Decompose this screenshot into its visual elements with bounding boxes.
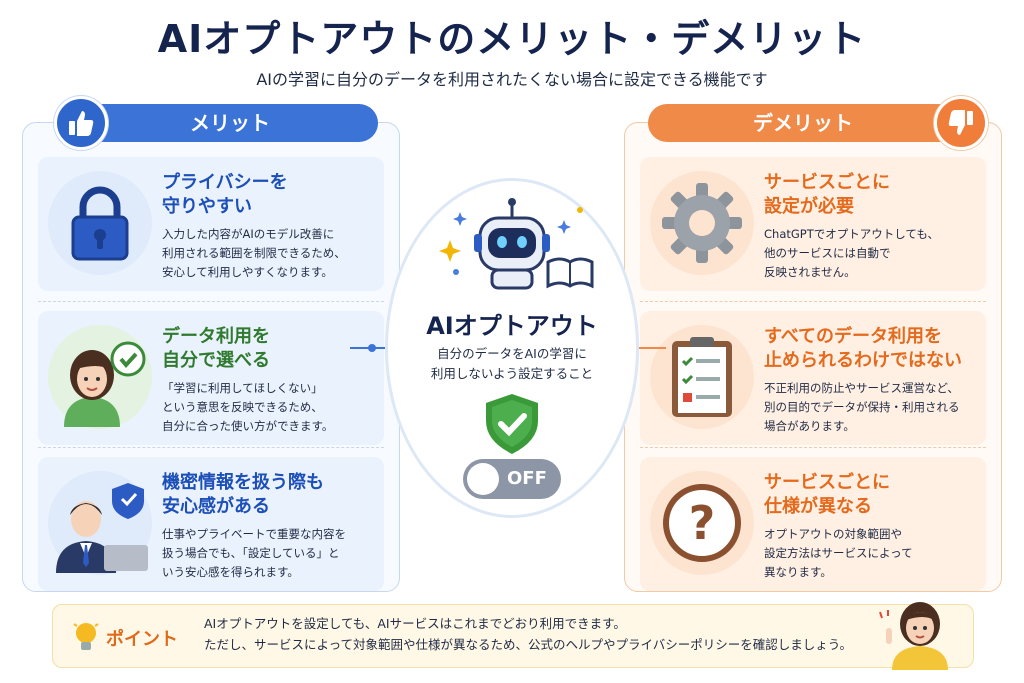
merit-desc: 仕事やプライベートで重要な内容を 扱う場合でも、「設定している」と いう安心感を… [162, 527, 346, 579]
divider [640, 447, 986, 448]
merit-item: 機密情報を扱う際も 安心感がある 仕事やプライベートで重要な内容を 扱う場合でも… [38, 457, 384, 591]
point-box [52, 604, 974, 668]
demerit-title: すべてのデータ利用を 止められるわけではない [764, 326, 962, 371]
demerit-item: サービスごとに 設定が必要 ChatGPTでオプトアウトしても、 他のサービスに… [640, 157, 986, 291]
robot-book-icon [436, 196, 596, 296]
connector-dot [368, 344, 376, 352]
point-label: ポイント [106, 629, 178, 650]
demerits-panel: サービスごとに 設定が必要 ChatGPTでオプトアウトしても、 他のサービスに… [624, 122, 1002, 592]
demerit-connector [626, 347, 666, 349]
divider [38, 301, 384, 302]
point-text: AIオプトアウトを設定しても、AIサービスはこれまでどおり利用できます。 ただし… [204, 616, 853, 652]
shield-check-icon [482, 392, 542, 460]
thumbs-down-icon [934, 96, 988, 150]
demerit-item: すべてのデータ利用を 止められるわけではない 不正利用の防止やサービス運営など、… [640, 311, 986, 445]
demerit-desc: オプトアウトの対象範囲や 設定方法はサービスによって 異なります。 [764, 527, 913, 579]
checklist-icon [650, 325, 754, 429]
question-icon: ? [650, 471, 754, 575]
merit-desc: 入力した内容がAIのモデル改善に 利用される範囲を制限できるため、 安心して利用… [162, 227, 346, 279]
demerit-title: サービスごとに 仕様が異なる [764, 472, 890, 517]
merit-item: データ利用を 自分で選べる 「学習に利用してほしくない」 という意思を反映できる… [38, 311, 384, 445]
merit-desc: 「学習に利用してほしくない」 という意思を反映できるため、 自分に合った使い方が… [162, 381, 334, 433]
optout-toggle[interactable]: OFF [463, 459, 561, 499]
merit-title: 機密情報を扱う際も 安心感がある [162, 472, 324, 517]
merits-panel: プライバシーを 守りやすい 入力した内容がAIのモデル改善に 利用される範囲を制… [22, 122, 400, 592]
page-subtitle: AIの学習に自分のデータを利用されたくない場合に設定できる機能です [256, 70, 768, 89]
woman-pointing-icon [878, 594, 962, 674]
center-title: AIオプトアウト [426, 312, 598, 340]
demerit-item: ? サービスごとに 仕様が異なる オプトアウトの対象範囲や 設定方法はサービスに… [640, 457, 986, 591]
gear-icon [650, 171, 754, 275]
merit-title: データ利用を 自分で選べる [162, 326, 270, 371]
divider [38, 447, 384, 448]
demerits-header: デメリット [648, 104, 958, 142]
thumbs-up-icon [54, 96, 108, 150]
woman-check-icon [48, 325, 152, 429]
svg-text:?: ? [689, 496, 716, 550]
lock-icon [48, 171, 152, 275]
divider [640, 301, 986, 302]
merit-title: プライバシーを 守りやすい [162, 172, 288, 217]
merit-item: プライバシーを 守りやすい 入力した内容がAIのモデル改善に 利用される範囲を制… [38, 157, 384, 291]
demerit-desc: ChatGPTでオプトアウトしても、 他のサービスには自動で 反映されません。 [764, 227, 939, 279]
lightbulb-icon [72, 620, 100, 658]
demerit-title: サービスごとに 設定が必要 [764, 172, 890, 217]
center-description: 自分のデータをAIの学習に 利用しないよう設定すること [430, 346, 594, 381]
demerit-desc: 不正利用の防止やサービス運営など、 別の目的でデータが保持・利用される 場合があ… [764, 381, 960, 433]
page-title: AIオプトアウトのメリット・デメリット [157, 17, 867, 61]
toggle-knob[interactable] [467, 463, 499, 495]
merits-header: メリット [82, 104, 378, 142]
toggle-label: OFF [507, 468, 547, 489]
businessman-shield-icon [48, 471, 152, 575]
